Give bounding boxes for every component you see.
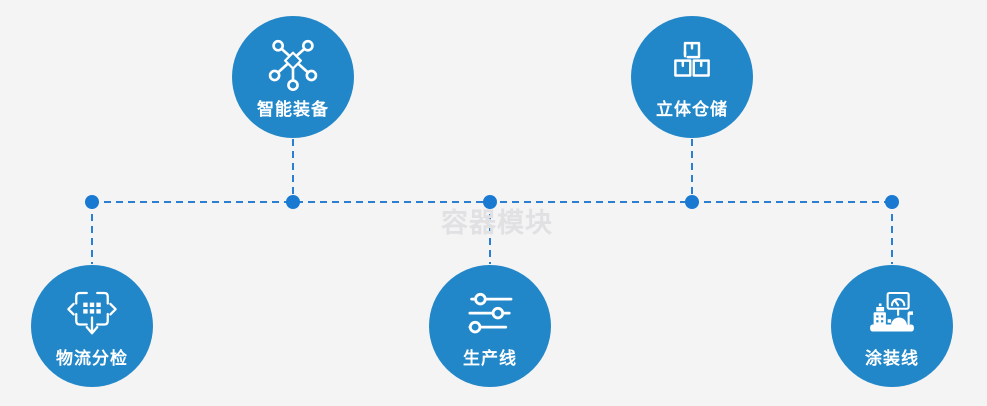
node-label: 涂装线 — [865, 348, 919, 368]
node-coating-line[interactable]: 涂装线 — [831, 265, 953, 387]
node-label: 物流分检 — [56, 348, 128, 368]
node-label: 立体仓储 — [656, 99, 728, 119]
node-production-line[interactable]: 生产线 — [429, 265, 551, 387]
junction-dots — [85, 195, 899, 209]
node-logistics-sorting[interactable]: 物流分检 — [31, 265, 153, 387]
node-smart-equipment[interactable]: 智能装备 — [232, 16, 354, 138]
node-label: 生产线 — [463, 348, 517, 368]
sliders-icon — [468, 292, 513, 333]
node-warehouse[interactable]: 立体仓储 — [631, 16, 753, 138]
network-nodes-icon — [268, 39, 318, 91]
coating-machine-icon — [870, 291, 914, 331]
watermark: 容器模块 — [441, 208, 553, 238]
sorting-arrows-icon — [67, 291, 117, 334]
storage-boxes-icon — [674, 41, 710, 77]
node-label: 智能装备 — [257, 99, 329, 119]
